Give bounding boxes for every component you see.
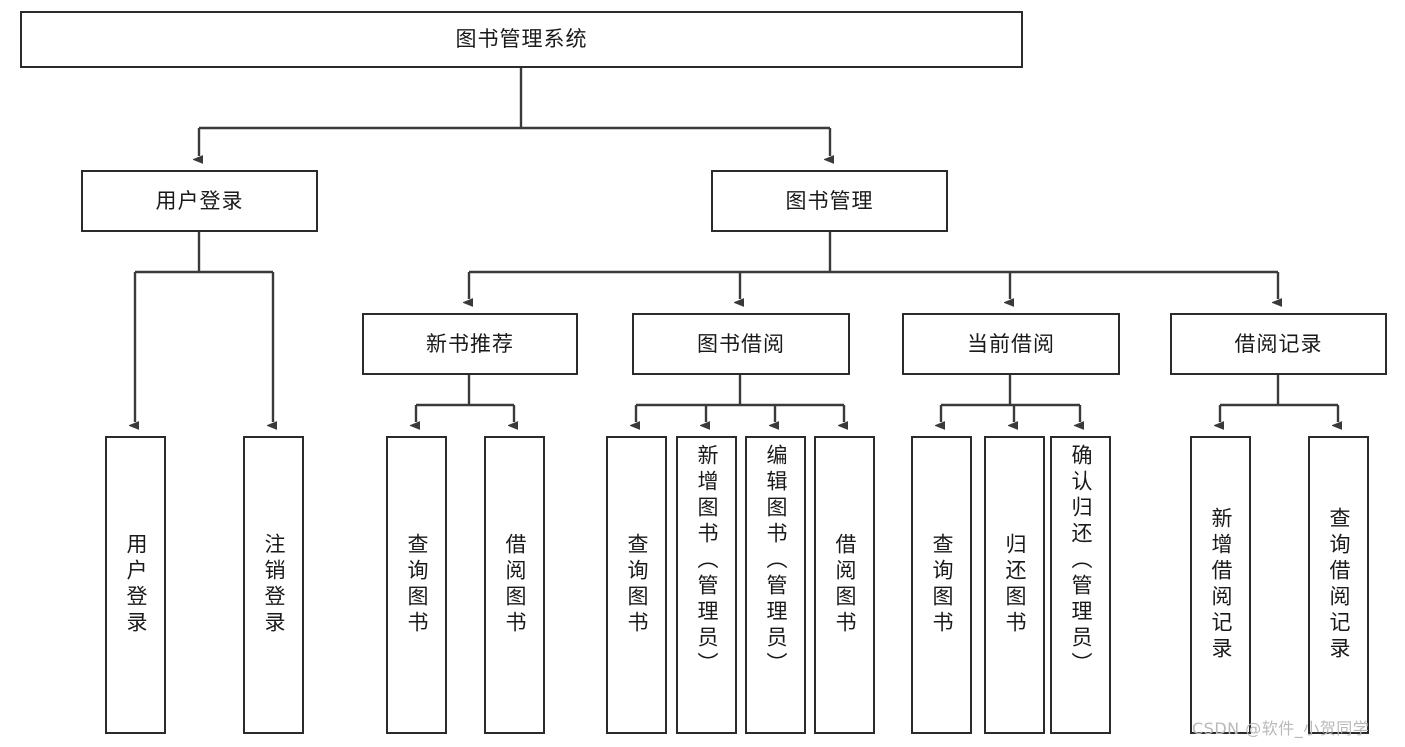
leaf-node-logout[interactable]: 注销登录 — [243, 436, 304, 734]
leaf-node-edit-book[interactable]: 编辑图书（管理员） — [745, 436, 806, 734]
csdn-watermark: CSDN @软件_小贺同学 — [1192, 719, 1370, 738]
node-book-borrow-label: 图书借阅 — [697, 331, 785, 356]
node-current-borrow-label: 当前借阅 — [967, 331, 1055, 356]
leaf-label: 借阅图书 — [833, 533, 857, 637]
node-new-book-recommend-label: 新书推荐 — [426, 331, 514, 356]
leaf-label: 查询图书 — [930, 533, 954, 637]
leaf-node-add-book[interactable]: 新增图书（管理员） — [676, 436, 737, 734]
leaf-node-borrow-book-rec[interactable]: 借阅图书 — [484, 436, 545, 734]
leaf-node-query-record[interactable]: 查询借阅记录 — [1308, 436, 1369, 734]
leaf-node-confirm-return[interactable]: 确认归还（管理员） — [1050, 436, 1111, 734]
leaf-label: 新增图书（管理员） — [695, 444, 719, 678]
leaf-label: 查询图书 — [625, 533, 649, 637]
leaf-label: 查询借阅记录 — [1327, 507, 1351, 663]
leaf-node-query-book-rec[interactable]: 查询图书 — [386, 436, 447, 734]
node-current-borrow[interactable]: 当前借阅 — [902, 313, 1120, 375]
node-book-borrow[interactable]: 图书借阅 — [632, 313, 850, 375]
leaf-node-borrow-book[interactable]: 借阅图书 — [814, 436, 875, 734]
leaf-label: 查询图书 — [405, 533, 429, 637]
leaf-node-add-record[interactable]: 新增借阅记录 — [1190, 436, 1251, 734]
node-root[interactable]: 图书管理系统 — [20, 11, 1023, 68]
node-book-manage[interactable]: 图书管理 — [711, 170, 948, 232]
node-borrow-record[interactable]: 借阅记录 — [1170, 313, 1387, 375]
node-new-book-recommend[interactable]: 新书推荐 — [362, 313, 578, 375]
leaf-label: 用户登录 — [124, 533, 148, 637]
leaf-node-query-book-current[interactable]: 查询图书 — [911, 436, 972, 734]
leaf-node-return-book[interactable]: 归还图书 — [984, 436, 1045, 734]
leaf-node-query-book-borrow[interactable]: 查询图书 — [606, 436, 667, 734]
leaf-node-user-login[interactable]: 用户登录 — [105, 436, 166, 734]
leaf-label: 新增借阅记录 — [1209, 507, 1233, 663]
leaf-label: 注销登录 — [262, 533, 286, 637]
node-borrow-record-label: 借阅记录 — [1234, 331, 1323, 356]
node-user-login-label: 用户登录 — [155, 188, 244, 213]
leaf-label: 借阅图书 — [503, 533, 527, 637]
leaf-label: 归还图书 — [1003, 533, 1027, 637]
leaf-label: 确认归还（管理员） — [1069, 444, 1093, 678]
node-user-login[interactable]: 用户登录 — [81, 170, 318, 232]
leaf-label: 编辑图书（管理员） — [764, 444, 788, 678]
node-root-label: 图书管理系统 — [455, 27, 588, 52]
node-book-manage-label: 图书管理 — [785, 188, 874, 213]
